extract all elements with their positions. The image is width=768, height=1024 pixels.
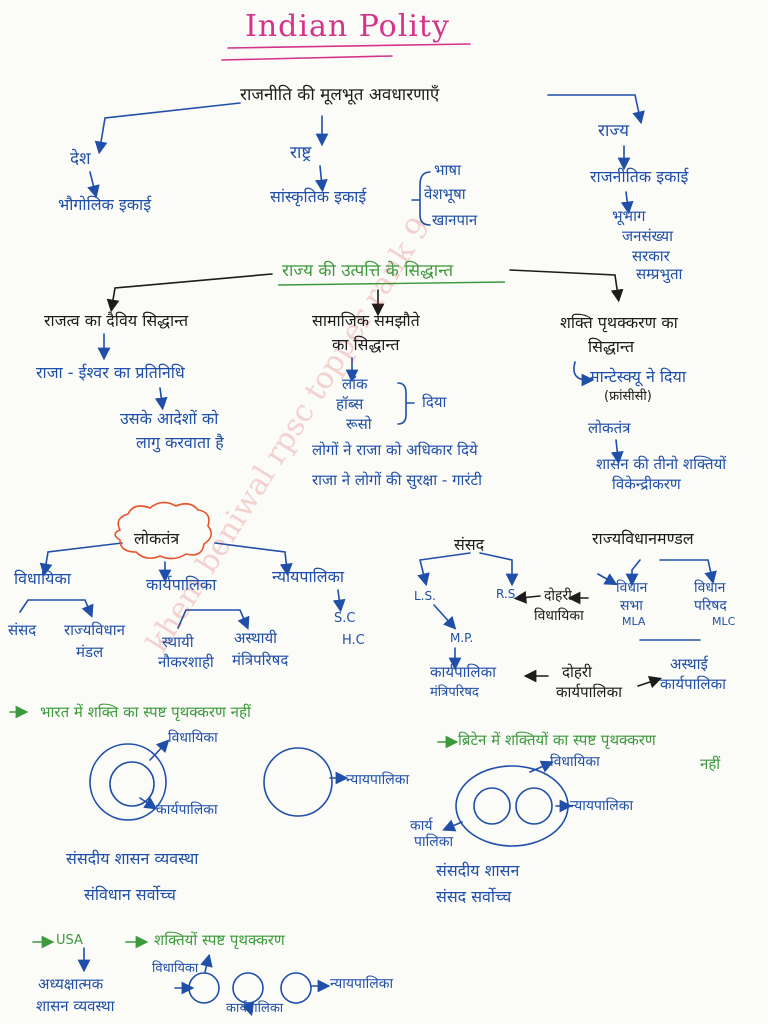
rajya-sabha: R.S.: [496, 587, 520, 601]
india-bullet: संसदीय शासन व्यवस्था: [66, 849, 199, 868]
britain-bullet: संसदीय शासन: [436, 861, 520, 880]
dual-leg-a: दोहरी: [544, 588, 572, 604]
dual-exec-b: कार्यपालिका: [556, 683, 622, 701]
rashtra-item: खानपान: [432, 211, 478, 229]
executive-label: कार्यपालिका: [146, 575, 217, 594]
rashtra-item: वेशभूषा: [424, 185, 466, 203]
contract-bullet: लोगों ने राजा को अधिकार दिये: [312, 441, 478, 459]
britain-bullet: संसद सर्वोच्च: [436, 887, 512, 906]
council-a: विधान: [694, 580, 726, 596]
contract-name: हॉब्स: [336, 395, 364, 413]
rashtra-label: राष्ट्र: [290, 143, 312, 163]
judiciary-item: H.C: [342, 633, 365, 648]
india-bullet: संविधान सर्वोच्च: [84, 885, 176, 904]
britain-leg: विधायिका: [550, 754, 600, 770]
divine-title: राजत्व का दैविय सिद्धान्त: [44, 311, 189, 330]
contract-title-b: का सिद्धान्त: [332, 335, 400, 354]
rajya-desc: राजनीतिक इकाई: [590, 167, 689, 186]
divine-line1: राजा - ईश्वर का प्रतिनिधि: [36, 363, 185, 382]
britain-exec-b: पालिका: [414, 834, 454, 850]
legislature-item: मंडल: [76, 643, 104, 661]
rajya-item: जनसंख्या: [622, 227, 673, 245]
parliament-council: मंत्रिपरिषद: [430, 685, 479, 700]
executive-item: नौकरशाही: [158, 653, 214, 671]
india-leg: विधायिका: [168, 730, 218, 746]
separation-title-a: शक्ति पृथक्करण का: [560, 313, 678, 332]
rashtra-desc: सांस्कृतिक इकाई: [270, 187, 367, 206]
root-concepts: राजनीति की मूलभूत अवधारणाएँ: [240, 85, 440, 105]
legislature-item: संसद: [8, 621, 37, 639]
contract-bullet: राजा ने लोगों की सुरक्षा - गारंटी: [312, 471, 482, 489]
desh-desc: भौगोलिक इकाई: [58, 195, 152, 214]
judiciary-item: S.C: [334, 611, 356, 626]
contract-name: रूसो: [346, 415, 372, 433]
rajya-item: सरकार: [632, 247, 670, 265]
separation-bullet: लोकतंत्र: [588, 419, 631, 437]
assembly-b: सभा: [620, 598, 643, 614]
britain-heading-b: नहीं: [700, 755, 721, 773]
divine-line2b: लागु करवाता है: [136, 433, 224, 452]
britain-jud: न्यायपालिका: [570, 798, 634, 814]
legislature-label: विधायिका: [14, 569, 71, 588]
rajya-item: भूभाग: [612, 207, 646, 225]
origin-title: राज्य की उत्पत्ति के सिद्धान्त: [282, 261, 454, 281]
britain-exec-a: कार्य: [410, 818, 433, 834]
council-b: परिषद: [694, 598, 727, 614]
india-exec: कार्यपालिका: [156, 802, 218, 818]
state-leg-label: राज्यविधानमण्डल: [592, 529, 694, 548]
rashtra-item: भाषा: [434, 161, 461, 179]
separation-b2a: शासन की तीनो शक्तियों: [596, 455, 727, 473]
parliament-label: संसद: [454, 535, 485, 554]
usa-heading: USA: [56, 933, 83, 948]
mlc: MLC: [712, 615, 736, 628]
dual-exec-a: दोहरी: [562, 663, 592, 681]
usa-system-a: अध्यक्षात्मक: [38, 975, 104, 993]
parliament-exec: कार्यपालिका: [430, 663, 496, 681]
democracy-cloud: [114, 501, 212, 560]
legislature-item: राज्यविधान: [64, 621, 125, 639]
usa-leg: विधायिका: [152, 961, 199, 976]
separation-gave: मान्टेस्क्यू ने दिया: [590, 367, 686, 386]
britain-heading-a: ब्रिटेन में शक्तियों का स्पष्ट पृथक्करण: [458, 731, 656, 749]
rajya-item: सम्प्रभुता: [636, 265, 683, 283]
contract-title-a: सामाजिक समझौते: [312, 311, 420, 330]
separation-title-b: सिद्धान्त: [588, 337, 634, 356]
desh-label: देश: [70, 149, 91, 169]
usa-system-b: शासन व्यवस्था: [36, 997, 115, 1015]
democracy-label: लोकतंत्र: [134, 529, 180, 548]
executive-item: मंत्रिपरिषद: [232, 651, 289, 669]
lok-sabha: L.S.: [414, 589, 436, 603]
temp-exec-b: कार्यपालिका: [660, 675, 726, 693]
separation-country: (फ्रांसीसी): [604, 389, 652, 404]
rajya-label: राज्य: [598, 121, 629, 141]
contract-name: लॉक: [342, 375, 368, 393]
page-title: Indian Polity: [245, 9, 450, 44]
india-heading: भारत में शक्ति का स्पष्ट पृथक्करण नहीं: [40, 703, 251, 721]
divine-line2a: उसके आदेशों को: [120, 409, 219, 428]
usa-heading-b: शक्तियों स्पष्ट पृथक्करण: [154, 931, 285, 949]
executive-item: अस्थायी: [234, 629, 278, 647]
usa-exec: कार्यपालिका: [226, 1001, 284, 1016]
mp: M.P.: [450, 631, 474, 645]
contract-gave: दिया: [422, 393, 447, 411]
separation-b2b: विकेन्द्रीकरण: [612, 475, 681, 493]
judiciary-label: न्यायपालिका: [272, 567, 345, 586]
assembly-a: विधान: [616, 580, 648, 596]
usa-jud: न्यायपालिका: [330, 976, 394, 992]
temp-exec-a: अस्थाई: [670, 655, 708, 673]
mla: MLA: [622, 615, 646, 628]
dual-leg-b: विधायिका: [534, 608, 584, 624]
india-jud: न्यायपालिका: [346, 772, 410, 788]
executive-item: स्थायी: [162, 633, 194, 651]
